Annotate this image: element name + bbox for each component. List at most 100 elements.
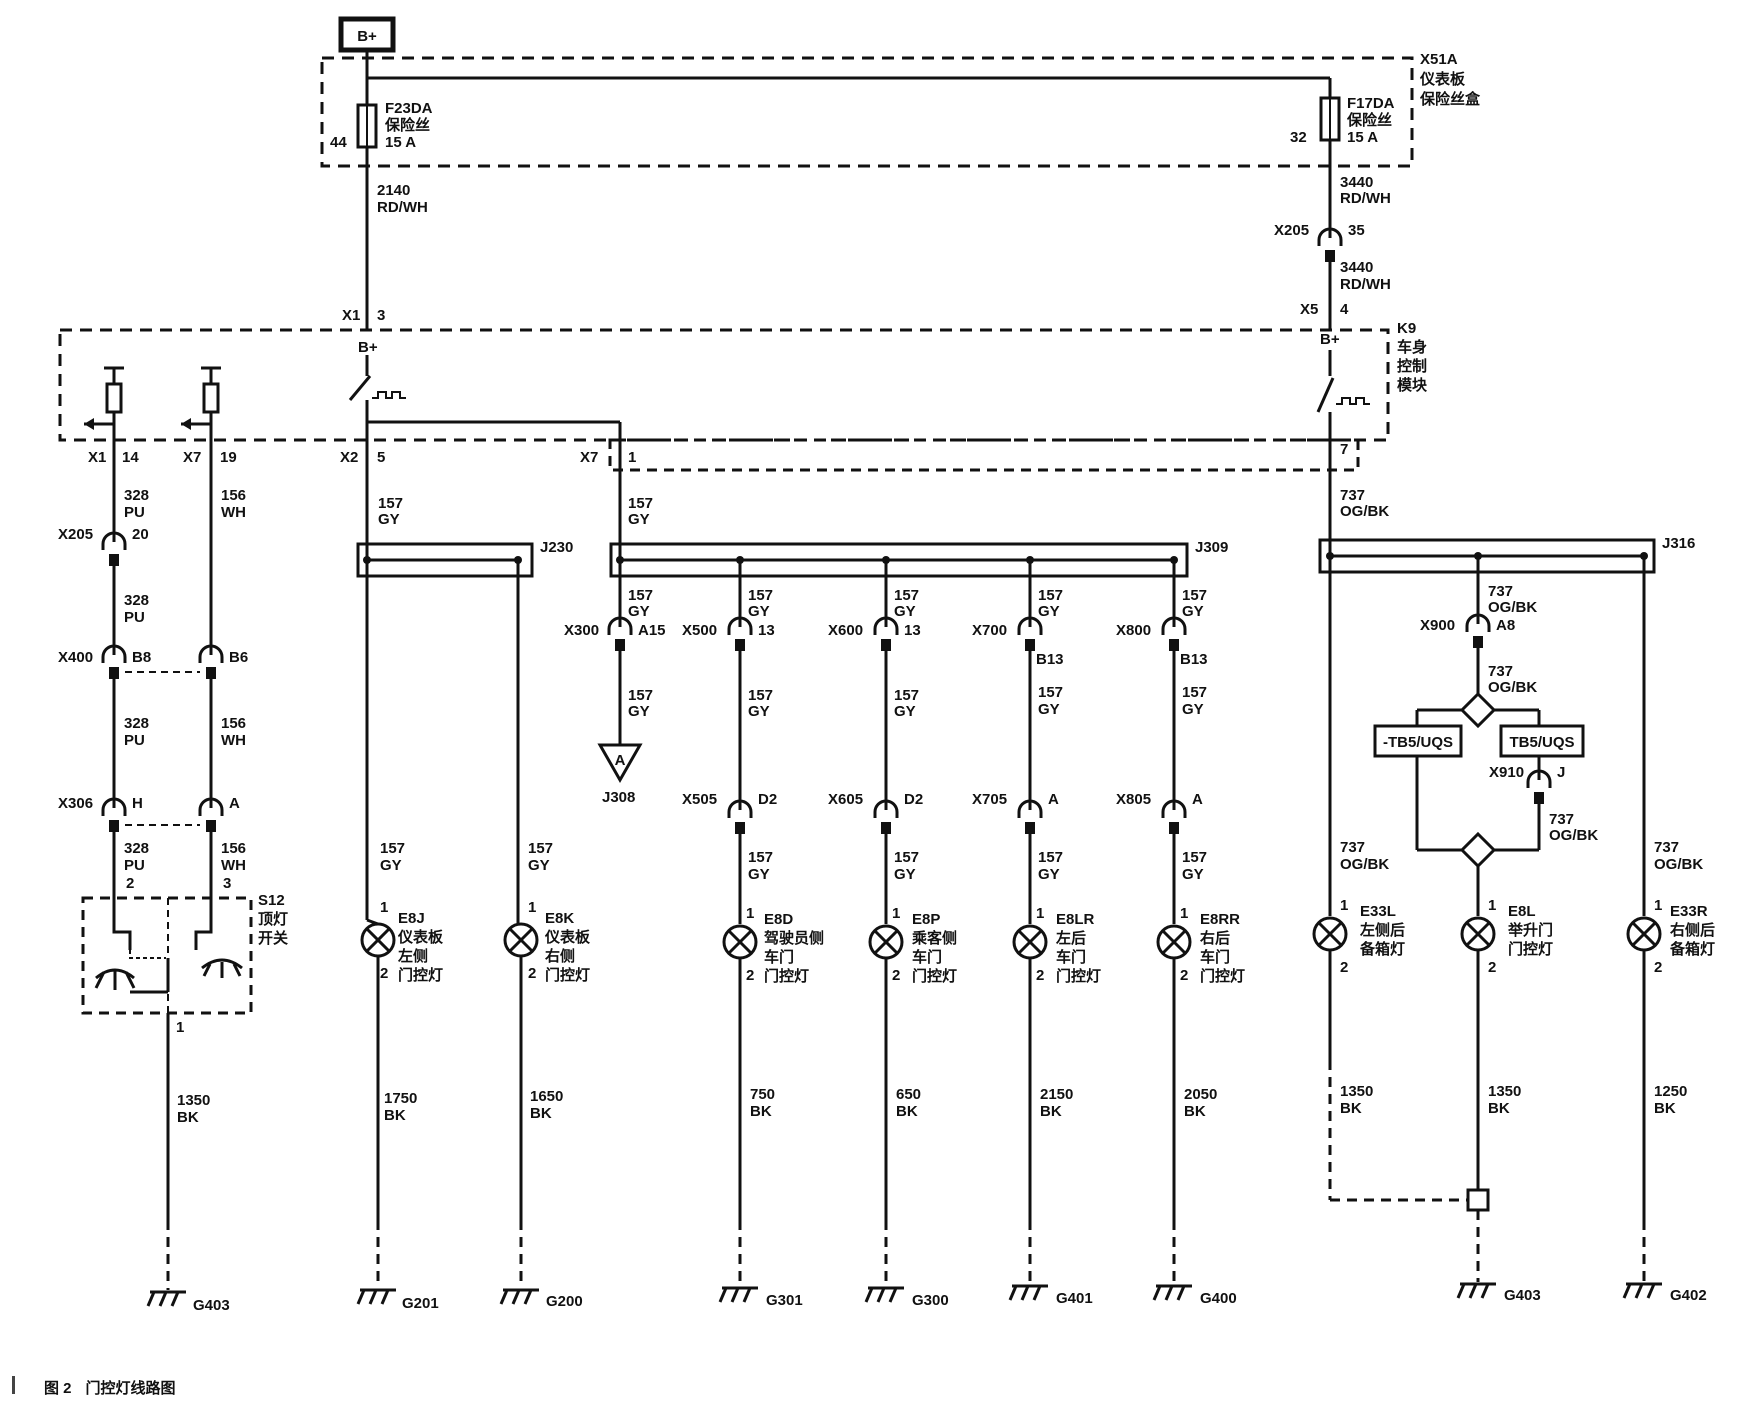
feed-left-circuit: 2140 [377,182,410,199]
svg-text:157: 157 [894,687,919,704]
pin-x1-14-pin: 14 [122,449,139,466]
ground-g401: G401 [1056,1290,1093,1307]
ground-g301: G301 [766,1292,803,1309]
svg-text:X500: X500 [682,622,717,639]
branch-e8j: 157 GY 1 2 E8J 仪表板 左侧 门控灯 1750 BK G201 [356,560,444,1312]
conn-x205-top-id: X205 [1274,222,1309,239]
svg-text:737: 737 [1549,811,1574,828]
svg-text:156: 156 [221,715,246,732]
svg-text:BK: BK [1184,1103,1206,1120]
svg-text:13: 13 [904,622,921,639]
svg-text:门控灯: 门控灯 [1508,940,1553,958]
fuse-left-id: F23DA [385,100,433,117]
branch-e8lr: 157 GY X700 B13 157 GY X705 A 157 GY 1 2… [972,560,1101,1307]
lamp-e8l-icon [1460,916,1496,952]
dome-lamp-right-icon [201,958,243,978]
svg-text:A8: A8 [1496,617,1515,634]
module-name-3: 模块 [1397,376,1428,394]
svg-text:GY: GY [894,603,916,620]
svg-text:1: 1 [528,899,536,916]
svg-text:1350: 1350 [1340,1083,1373,1100]
svg-text:PU: PU [124,732,145,749]
pin-x5-pin: 4 [1340,301,1349,318]
caption-figure: 图 2 [44,1380,72,1397]
fuse-right-type: 保险丝 [1346,111,1392,129]
dome-lamp-left-icon [94,968,136,990]
svg-text:1350: 1350 [177,1092,210,1109]
svg-text:A: A [1048,791,1059,808]
svg-text:X600: X600 [828,622,863,639]
svg-text:驾驶员侧: 驾驶员侧 [764,929,824,947]
svg-text:157: 157 [748,587,773,604]
pin-x1-conn: X1 [342,307,360,324]
lamp-e33r-icon [1626,916,1662,952]
svg-text:X505: X505 [682,791,717,808]
svg-text:1: 1 [746,905,754,922]
svg-text:GY: GY [378,511,400,528]
fuse-left-type: 保险丝 [384,116,430,134]
svg-text:157: 157 [894,587,919,604]
power-source: B+ [338,16,396,53]
svg-text:2: 2 [1180,967,1188,984]
svg-text:2: 2 [126,875,134,892]
svg-text:E8P: E8P [912,911,940,928]
svg-text:GY: GY [628,703,650,720]
svg-text:1: 1 [1654,897,1662,914]
pin-x7-1-pin: 1 [628,449,636,466]
svg-text:仪表板: 仪表板 [397,928,444,946]
svg-text:左侧后: 左侧后 [1359,921,1405,939]
splice-j308-label: J308 [602,789,635,806]
feed-left-color: RD/WH [377,199,428,216]
svg-text:3: 3 [223,875,231,892]
svg-text:车门: 车门 [1200,948,1230,966]
svg-text:2: 2 [746,967,754,984]
svg-text:车门: 车门 [764,948,794,966]
svg-text:20: 20 [132,526,149,543]
splice-j316-label: J316 [1662,535,1695,552]
svg-text:BK: BK [177,1109,199,1126]
svg-text:1750: 1750 [384,1090,417,1107]
svg-text:GY: GY [748,866,770,883]
svg-text:157: 157 [628,687,653,704]
svg-text:X400: X400 [58,649,93,666]
svg-text:E8RR: E8RR [1200,911,1240,928]
module-name-2: 控制 [1397,357,1427,375]
svg-text:GY: GY [628,511,650,528]
pin-x1-14-conn: X1 [88,449,106,466]
svg-text:BK: BK [1488,1100,1510,1117]
svg-text:2050: 2050 [1184,1086,1217,1103]
svg-text:328: 328 [124,715,149,732]
svg-text:13: 13 [758,622,775,639]
svg-text:E33R: E33R [1670,903,1708,920]
svg-text:门控灯: 门控灯 [1200,967,1245,985]
fuse-right-rating: 15 A [1347,129,1378,146]
lamp-e8d-icon [722,924,758,960]
svg-text:备箱灯: 备箱灯 [1359,940,1405,958]
svg-text:OG/BK: OG/BK [1340,856,1389,873]
svg-text:OG/BK: OG/BK [1549,827,1598,844]
svg-text:BK: BK [896,1103,918,1120]
svg-text:2: 2 [1654,959,1662,976]
fuse-f23da: F23DA 保险丝 15 A 44 [330,78,433,151]
svg-text:E8L: E8L [1508,903,1536,920]
svg-text:750: 750 [750,1086,775,1103]
svg-text:A15: A15 [638,622,666,639]
svg-text:PU: PU [124,609,145,626]
ground-g201: G201 [402,1295,439,1312]
svg-text:WH: WH [221,857,246,874]
branch-e8rr: 157 GY X800 B13 157 GY X805 A 157 GY 1 2… [1116,560,1245,1307]
svg-text:门控灯: 门控灯 [1056,967,1101,985]
svg-text:2150: 2150 [1040,1086,1073,1103]
body-control-module: K9 车身 控制 模块 [58,320,1428,442]
svg-text:PU: PU [124,504,145,521]
branch-e33r: 737 OG/BK 1 2 E33R 右侧后 备箱灯 1250 BK G402 [1622,556,1715,1304]
svg-text:X306: X306 [58,795,93,812]
svg-text:2: 2 [892,967,900,984]
svg-text:1: 1 [1036,905,1044,922]
svg-text:X205: X205 [58,526,93,543]
svg-text:1: 1 [380,899,388,916]
svg-text:-TB5/UQS: -TB5/UQS [1383,734,1453,751]
switch-id: S12 [258,892,285,909]
fuse-box-id: X51A [1420,51,1458,68]
